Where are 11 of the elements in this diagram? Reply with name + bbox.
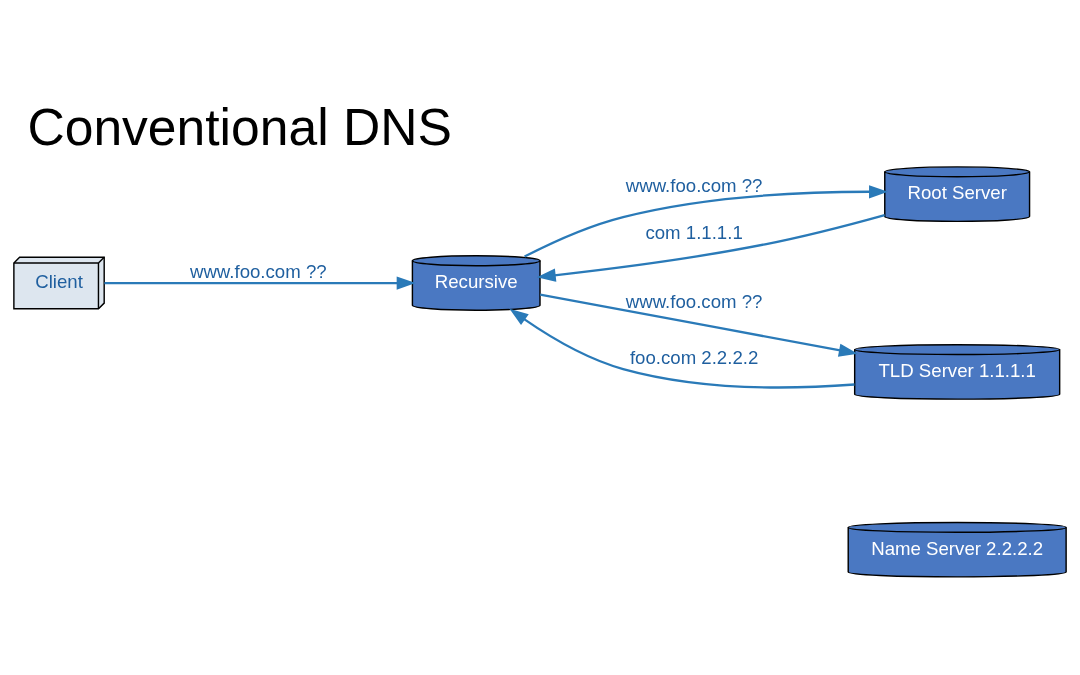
edge-label: www.foo.com ?? (625, 174, 763, 196)
edge-label: foo.com 2.2.2.2 (629, 346, 759, 368)
arrow (104, 276, 416, 290)
edge-label: www.foo.com ?? (189, 260, 327, 282)
arrow (524, 185, 888, 258)
diagram-title: Conventional DNS (27, 97, 452, 156)
edge-label: com 1.1.1.1 (645, 222, 743, 244)
edge-label: www.foo.com ?? (625, 290, 763, 312)
arrow (536, 213, 885, 282)
arrow (539, 293, 858, 357)
arrow (509, 308, 855, 389)
